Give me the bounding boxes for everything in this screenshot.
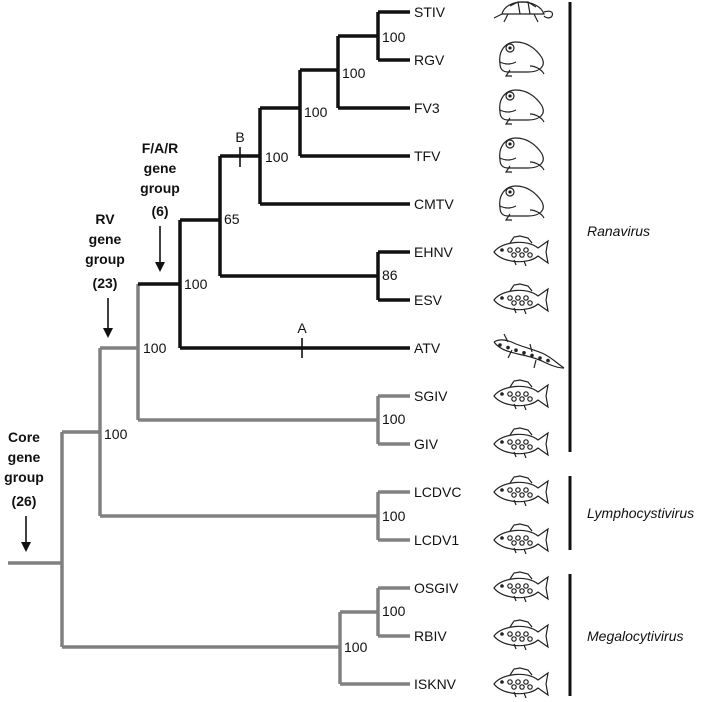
far-line2: gene (144, 160, 177, 176)
taxon-label: CMTV (414, 196, 454, 212)
fish-icon (493, 571, 549, 603)
host-icons-layer (493, 1, 565, 699)
far-arrowhead (155, 262, 165, 272)
marker-a-label: A (297, 320, 307, 336)
support-stiv-tfv: 100 (304, 104, 328, 120)
core-line2: gene (8, 449, 41, 465)
taxon-label: OSGIV (414, 580, 459, 596)
marker-b-label: B (235, 129, 244, 145)
taxon-label: GIV (414, 436, 439, 452)
turtle-icon (493, 1, 554, 23)
support-osgiv-rbiv: 100 (382, 603, 406, 619)
support-ranavirus-core: 100 (184, 276, 208, 292)
support-megalocytivirus: 100 (344, 639, 368, 655)
taxon-label: ESV (414, 292, 443, 308)
fish-icon (493, 235, 549, 267)
taxon-label: LCDV1 (414, 532, 459, 548)
taxon-label: EHNV (414, 244, 454, 260)
taxon-label: FV3 (414, 100, 440, 116)
rv-line1: RV (95, 211, 115, 227)
support-frog-ehnv: 65 (224, 211, 240, 227)
core-count: (26) (12, 493, 37, 509)
rv-line3: group (85, 251, 125, 267)
fish-icon (493, 523, 549, 555)
support-ranavirus: 100 (143, 340, 167, 356)
frog-icon (499, 41, 545, 77)
support-rv-lcdv: 100 (104, 426, 128, 442)
support-ehnv-esv: 86 (382, 267, 398, 283)
taxon-label: TFV (414, 148, 441, 164)
black-branches (138, 10, 410, 350)
taxon-label: ATV (414, 340, 441, 356)
fish-icon (493, 667, 549, 699)
far-line1: F/A/R (142, 140, 179, 156)
gene-group-core: Core gene group (26) (4, 429, 44, 552)
frog-icon (499, 137, 545, 173)
support-sgiv-giv: 100 (382, 411, 406, 427)
taxon-label: SGIV (414, 388, 448, 404)
fish-icon (493, 427, 549, 459)
salamander-icon (493, 333, 565, 369)
rv-arrowhead (103, 328, 113, 338)
gene-group-rv: RV gene group (23) (85, 211, 125, 338)
fish-icon (493, 379, 549, 411)
genus-megalocytivirus: Megalocytivirus (587, 628, 683, 644)
taxon-label: LCDVC (414, 484, 461, 500)
taxon-label: STIV (414, 4, 446, 20)
fish-icon (493, 619, 549, 651)
support-frog-clade: 100 (265, 149, 289, 165)
rv-line2: gene (89, 231, 122, 247)
genus-lymphocystivirus: Lymphocystivirus (587, 505, 694, 521)
fish-icon (493, 475, 549, 507)
frog-icon (499, 185, 545, 221)
far-line3: group (140, 180, 180, 196)
gray-branches (8, 284, 410, 686)
genus-ranavirus: Ranavirus (587, 223, 650, 239)
support-stiv-fv3: 100 (342, 65, 366, 81)
frog-icon (499, 89, 545, 125)
far-count: (6) (151, 203, 168, 219)
support-values: 100 100 100 100 65 86 100 100 100 100 10… (104, 29, 406, 655)
rv-count: (23) (93, 275, 118, 291)
core-line1: Core (8, 429, 40, 445)
support-stiv-rgv: 100 (382, 29, 406, 45)
taxon-label: ISKNV (414, 676, 457, 692)
fish-icon (493, 283, 549, 315)
core-line3: group (4, 469, 44, 485)
support-lcdvc-lcdv1: 100 (382, 508, 406, 524)
taxon-label: RBIV (414, 628, 447, 644)
taxon-label: RGV (414, 52, 445, 68)
core-arrowhead (21, 542, 31, 552)
gene-group-far: F/A/R gene group (6) (140, 140, 180, 272)
